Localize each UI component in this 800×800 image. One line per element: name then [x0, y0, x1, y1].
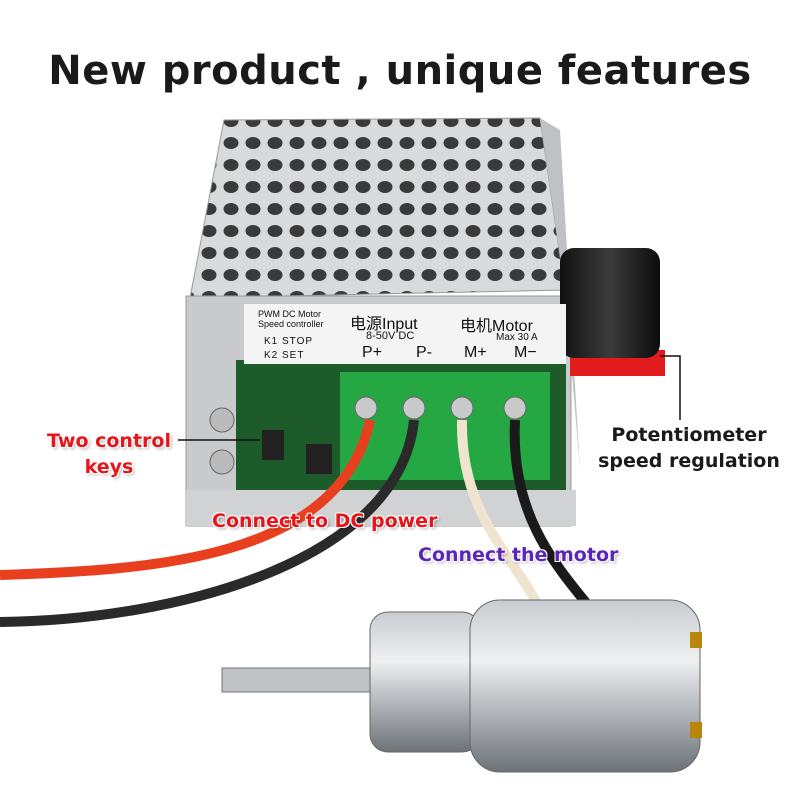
- gearbox: [369, 611, 481, 753]
- motor-body: [469, 599, 701, 773]
- dc-power-callout: Connect to DC power: [212, 510, 438, 532]
- controller-label-panel: PWM DC Motor Speed controller K1 STOP K2…: [244, 304, 566, 364]
- motor-max-current: Max 30 A: [496, 332, 538, 343]
- terminal-m-plus: M+: [464, 344, 487, 361]
- potentiometer-knob: [560, 248, 660, 358]
- callout-line: Two control: [47, 430, 171, 452]
- k1-label: K1 STOP: [264, 336, 314, 347]
- k2-label: K2 SET: [264, 350, 305, 361]
- callout-line: Potentiometer: [611, 424, 767, 446]
- red-wire: [0, 418, 375, 580]
- motor-shaft: [221, 667, 383, 693]
- callout-line: speed regulation: [598, 450, 780, 472]
- black-wire: [0, 419, 419, 627]
- callout-line: keys: [84, 456, 134, 478]
- control-keys-callout: Two control keys: [42, 428, 176, 480]
- k2-key: [306, 444, 332, 474]
- motor-label: 电机Motor: [460, 318, 533, 335]
- product-name: PWM DC Motor: [258, 309, 321, 319]
- terminal-m-minus: M−: [514, 344, 537, 361]
- page-title: New product , unique features: [48, 48, 752, 94]
- potentiometer-callout: Potentiometer speed regulation: [594, 422, 784, 474]
- perforated-cover: [189, 117, 566, 299]
- motor-callout: Connect the motor: [418, 544, 619, 566]
- white-motor-wire: [456, 419, 550, 622]
- terminal-p-plus: P+: [362, 344, 383, 361]
- product-subtitle: Speed controller: [258, 319, 324, 329]
- input-range: 8-50V DC: [366, 330, 415, 342]
- terminal-p-minus: P-: [416, 344, 432, 361]
- k1-key: [262, 430, 284, 460]
- input-label: 电源Input: [350, 316, 418, 333]
